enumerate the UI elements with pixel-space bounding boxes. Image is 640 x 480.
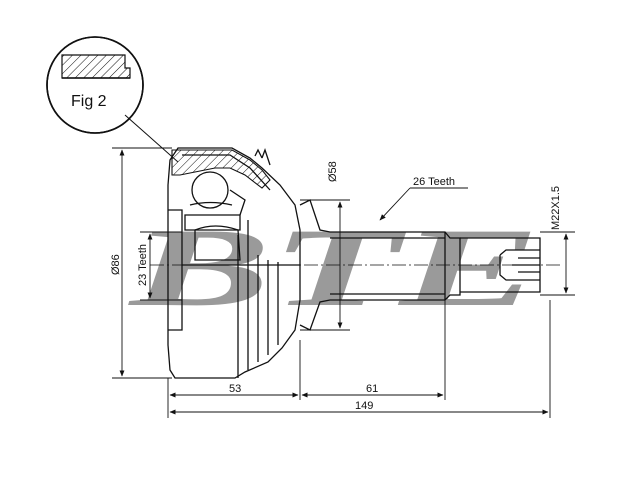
- dim-flange-diameter: [300, 199, 350, 331]
- dim-shaft-teeth-label: 26 Teeth: [413, 176, 455, 188]
- dim-inner-teeth: [140, 231, 182, 301]
- dim-outer-diameter-label: Ø86: [110, 254, 122, 275]
- dim-outer-diameter: [112, 147, 172, 379]
- dim-horizontal: [167, 300, 551, 418]
- inner-race: [184, 171, 246, 261]
- dim-joint-length-label: 53: [229, 383, 241, 395]
- dim-inner-teeth-label: 23 Teeth: [137, 244, 149, 286]
- dim-thread-label: M22X1.5: [550, 186, 562, 230]
- housing-section-hatch: [171, 149, 271, 189]
- dim-shaft-teeth: [379, 187, 468, 221]
- dim-shaft-length-label: 61: [366, 383, 378, 395]
- fig-2-label: Fig 2: [71, 93, 107, 110]
- dim-flange-diameter-label: Ø58: [327, 161, 339, 182]
- fig-2-detail: Fig 2: [46, 36, 179, 163]
- watermark-logo: BTE: [126, 206, 540, 330]
- shaft: [299, 199, 541, 331]
- dim-thread: [540, 231, 575, 296]
- dim-total-length-label: 149: [355, 400, 373, 412]
